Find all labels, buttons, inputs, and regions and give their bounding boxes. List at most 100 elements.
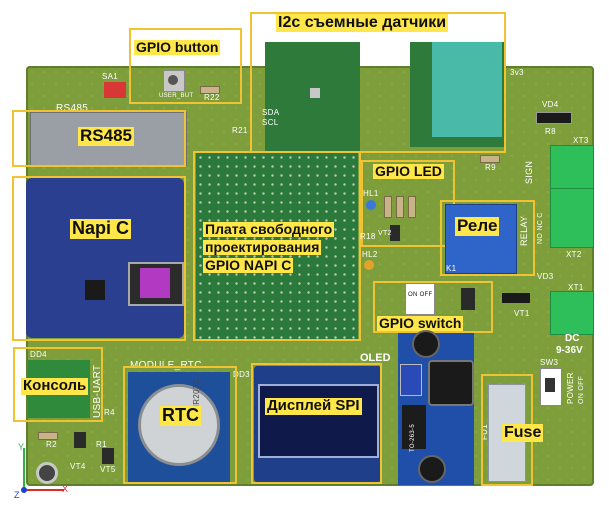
silk-3v3: 3v3	[510, 68, 524, 77]
silk-module-rtc: MODULE_RTC	[130, 360, 202, 371]
silk-to263: TO-263-5	[410, 424, 416, 452]
led-hl2	[364, 260, 374, 270]
gpio-switch-label: GPIO switch	[377, 315, 464, 332]
silk-sda: SDA	[262, 108, 280, 117]
resistor-r5a	[408, 196, 416, 218]
user-button-cap	[168, 75, 178, 85]
resistor-r6	[396, 196, 404, 218]
gpio-button-label: GPIO button	[134, 39, 221, 56]
napi-c-module	[26, 178, 184, 338]
napi-sd-card	[140, 268, 170, 298]
silk-r4: R4	[104, 408, 115, 417]
gpio-button-highlight	[129, 28, 242, 104]
terminal-xt3[interactable]	[550, 145, 594, 189]
resistor-r22	[200, 86, 220, 94]
axis-indicator	[21, 448, 64, 493]
relay-highlight	[440, 200, 535, 276]
i2c-label: I2c съемные датчики	[276, 14, 449, 32]
silk-dc: DC	[565, 333, 580, 344]
prototype-label-3: GPIO NAPI C	[203, 257, 294, 274]
resistor-r7	[384, 196, 392, 218]
cap-bottom	[418, 455, 446, 483]
console-highlight	[13, 347, 103, 422]
silk-oled: OLED	[360, 352, 391, 364]
terminal-xt1[interactable]	[550, 291, 594, 335]
silk-no-nc-c: NO NC C	[537, 212, 544, 244]
silk-vt5: VT5	[100, 465, 116, 474]
sa1-switch[interactable]	[104, 82, 126, 98]
silk-hl2: HL2	[362, 250, 378, 259]
silk-vt4: VT4	[70, 462, 86, 471]
silk-r18: R18	[360, 232, 376, 241]
silk-xt3: XT3	[573, 136, 589, 145]
i2c-sensor-cover	[432, 42, 502, 137]
display-highlight	[251, 363, 382, 484]
transistor-vt1	[502, 293, 530, 303]
silk-sw3: SW3	[540, 358, 559, 367]
silk-r21: R21	[232, 126, 248, 135]
relay-k1	[445, 204, 517, 274]
gpio-led-highlight	[361, 160, 455, 247]
mount-hole	[36, 462, 58, 484]
cap-top	[412, 330, 440, 358]
i2c-chip	[310, 88, 320, 98]
silk-sa1: SA1	[102, 72, 119, 81]
display-label: Дисплей SPI	[265, 397, 362, 415]
console-label: Консоль	[21, 377, 89, 395]
i2c-highlight	[250, 12, 506, 153]
silk-xt1: XT1	[568, 283, 584, 292]
gpio-switch-body[interactable]	[405, 283, 435, 315]
silk-vt2: VT2	[378, 230, 392, 237]
transistor-vt2	[390, 225, 400, 241]
silk-r22: R22	[204, 93, 220, 102]
resistor-r2	[38, 432, 58, 440]
trim-pot[interactable]	[400, 364, 422, 396]
fuse-label: Fuse	[502, 424, 544, 442]
axis-z-label: Z	[14, 490, 20, 500]
silk-xt2: XT2	[566, 250, 582, 259]
silk-r2: R2	[46, 440, 57, 449]
resistor-r9	[480, 155, 500, 163]
napi-c-label: Napi C	[70, 218, 132, 239]
transistor-vt4	[74, 432, 86, 448]
silk-power: POWER	[566, 372, 575, 404]
silk-dc-range: 9-36V	[556, 345, 583, 356]
rs485-label: RS485	[78, 126, 134, 146]
axis-y-label: Y	[18, 442, 25, 452]
led-hl1	[366, 200, 376, 210]
silk-vd4: VD4	[542, 100, 559, 109]
silk-on-off-switch: ON OFF	[408, 292, 433, 298]
silk-rs485-top: RS485	[56, 103, 89, 114]
silk-r9: R9	[485, 163, 496, 172]
prototype-highlight	[193, 151, 361, 341]
terminal-xt2[interactable]	[550, 188, 594, 248]
power-switch-lever	[545, 378, 555, 392]
inductor	[428, 360, 474, 406]
silk-r1: R1	[96, 440, 107, 449]
chip-dd2	[461, 288, 475, 310]
rtc-label: RTC	[160, 405, 201, 426]
diode-vd4	[536, 112, 572, 124]
prototype-label-1: Плата свободного	[203, 221, 335, 238]
silk-vd3: VD3	[537, 272, 554, 281]
rtc-highlight	[123, 366, 237, 484]
silk-sign: SIGN	[524, 160, 534, 184]
silk-r8: R8	[545, 127, 556, 136]
silk-k1: K1	[446, 264, 457, 273]
oled-screen	[258, 384, 379, 458]
transistor-vt5	[102, 448, 114, 464]
silk-user-but: USER_BUT	[159, 93, 194, 99]
napi-c-highlight	[12, 176, 186, 341]
rs485-highlight	[12, 110, 186, 167]
regulator-to263	[402, 405, 426, 449]
silk-relay: RELAY	[519, 215, 529, 246]
axis-x-label: X	[62, 484, 69, 494]
silk-hl1: HL1	[363, 189, 379, 198]
napi-chip	[85, 280, 105, 300]
silk-dd4: DD4	[30, 350, 47, 359]
prototype-label-2: проектирования	[203, 239, 322, 256]
silk-scl: SCL	[262, 118, 279, 127]
silk-vt1: VT1	[514, 309, 530, 318]
silk-dd3: DD3	[233, 370, 250, 379]
gpio-led-label: GPIO LED	[373, 163, 444, 180]
